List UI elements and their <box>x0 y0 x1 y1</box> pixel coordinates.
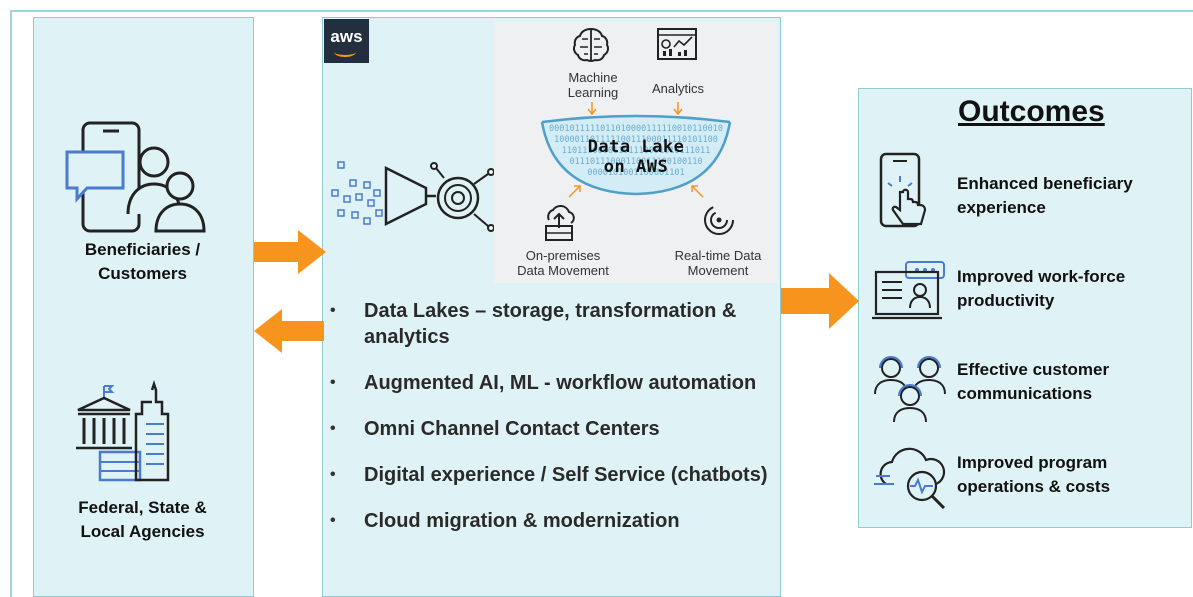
frame-left-line <box>10 10 12 597</box>
arrow-left-from-aws <box>254 309 324 353</box>
service-item: Data Lakes – storage, transformation & a… <box>330 298 770 350</box>
cloud-monitor-icon <box>874 447 946 510</box>
real-time-stream-icon <box>704 205 734 235</box>
service-item: Augmented AI, ML - workflow automation <box>330 370 770 396</box>
on-premises-upload-icon <box>545 205 575 241</box>
outcomes-panel <box>858 88 1192 528</box>
realtime-arrow-icon <box>691 185 704 198</box>
data-lake-bowl-icon <box>540 114 732 196</box>
service-item: Cloud migration & modernization <box>330 508 770 534</box>
onprem-arrow-icon <box>568 185 581 198</box>
analytics-dashboard-icon <box>657 28 697 60</box>
data-ingestion-funnel-icon <box>331 161 495 232</box>
ml-arrow-icon <box>587 102 597 116</box>
government-buildings-icon <box>76 380 170 482</box>
beneficiaries-panel <box>33 17 254 597</box>
headset-agents-icon <box>874 356 946 423</box>
analytics-arrow-icon <box>673 102 683 116</box>
service-item: Omni Channel Contact Centers <box>330 416 770 442</box>
beneficiaries-icon <box>65 121 206 233</box>
beneficiaries-label: Beneficiaries /Customers <box>84 240 201 283</box>
touch-phone-icon <box>879 152 927 228</box>
arrow-right-to-outcomes <box>781 273 859 329</box>
outcomes-title: Outcomes <box>958 95 1105 128</box>
workstation-icon <box>872 261 945 320</box>
service-item: Digital experience / Self Service (chatb… <box>330 462 770 488</box>
services-list: Data Lakes – storage, transformation & a… <box>330 298 770 534</box>
frame-top-line <box>10 10 1193 12</box>
arrow-right-to-aws <box>254 230 326 274</box>
agencies-label: Federal, State &Local Agencies <box>78 498 207 541</box>
aws-logo: aws <box>324 19 369 63</box>
machine-learning-brain-icon <box>573 27 609 63</box>
analytics-label: Analytics <box>651 81 705 96</box>
